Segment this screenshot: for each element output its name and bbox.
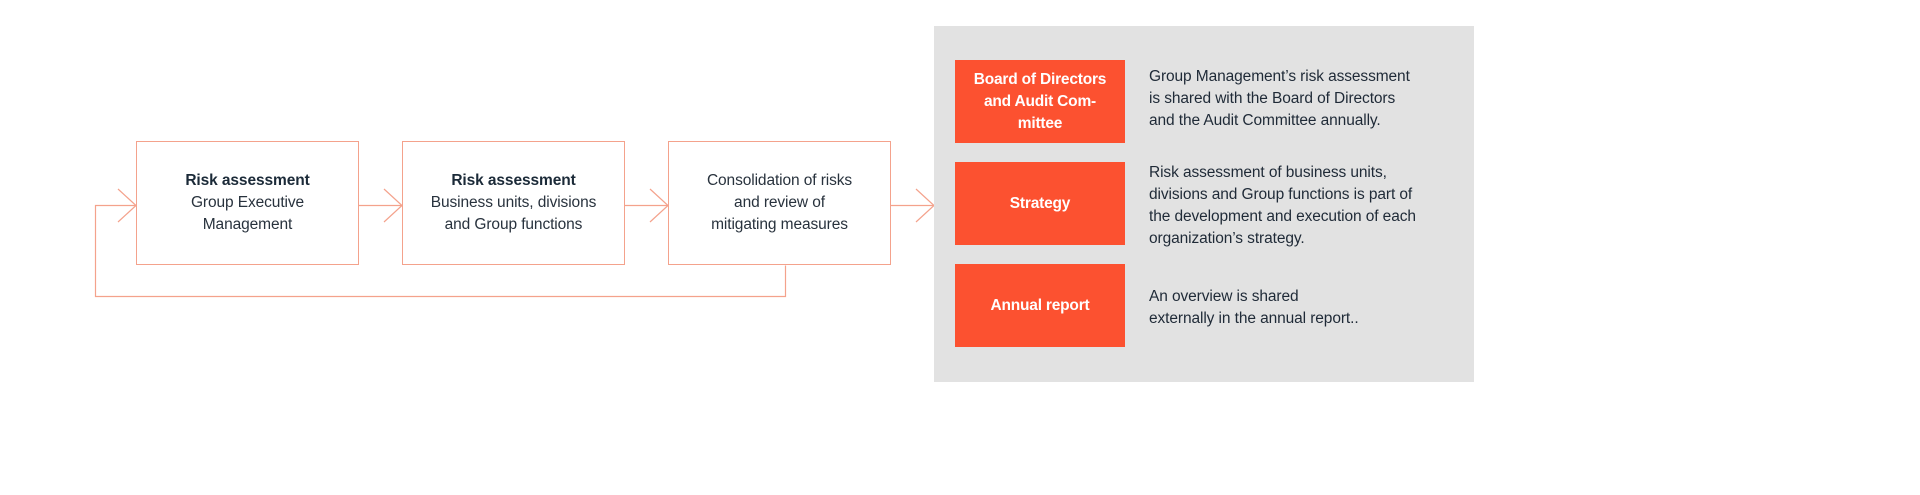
arrowhead-into-panel	[915, 188, 935, 223]
tag-annual-report[interactable]: Annual report	[955, 264, 1125, 347]
flow-box-title: Risk assessment	[451, 172, 576, 189]
arrowhead-into-box3	[649, 188, 669, 223]
tag-line-3: mittee	[1017, 114, 1063, 132]
flow-box-consolidation[interactable]: Consolidation of risks and review of mit…	[668, 141, 891, 265]
panel-row-description: Group Management’s risk assessment is sh…	[1149, 68, 1410, 129]
panel-row-description: An overview is shared externally in the …	[1149, 288, 1359, 327]
panel-row: Board of Directors and Audit Com- mittee…	[955, 60, 1455, 143]
flow-box-line2: Group Executive	[190, 194, 305, 211]
flow-box-risk-assessment-gem[interactable]: Risk assessment Group Executive Manageme…	[136, 141, 359, 265]
tag-board-of-directors-and-audit-committee[interactable]: Board of Directors and Audit Com- mittee	[955, 60, 1125, 143]
flow-box-title: Consolidation of risks	[706, 172, 853, 189]
tag-line-1: Strategy	[1009, 194, 1071, 212]
flow-box-line3: Management	[202, 216, 293, 233]
arrowhead-into-box1	[117, 188, 137, 223]
panel-row-description: Risk assessment of business units, divis…	[1149, 164, 1416, 247]
tag-line-2: and Audit Com-	[983, 92, 1096, 110]
panel-row: Strategy Risk assessment of business uni…	[955, 162, 1455, 250]
flow-box-risk-assessment-business-units[interactable]: Risk assessment Business units, division…	[402, 141, 625, 265]
tag-line-1: Board of Directors	[973, 70, 1107, 88]
flow-box-title: Risk assessment	[185, 172, 310, 189]
arrowhead-into-box2	[383, 188, 403, 223]
tag-line-1: Annual report	[990, 296, 1090, 314]
tag-strategy[interactable]: Strategy	[955, 162, 1125, 245]
panel-row: Annual report An overview is shared exte…	[955, 264, 1455, 347]
flow-box-line3: mitigating measures	[711, 216, 848, 233]
flow-box-line3: and Group functions	[444, 216, 583, 233]
flow-box-line2: and review of	[734, 194, 825, 211]
flow-box-line2: Business units, divisions	[430, 194, 597, 211]
outputs-panel: Board of Directors and Audit Com- mittee…	[934, 26, 1474, 382]
